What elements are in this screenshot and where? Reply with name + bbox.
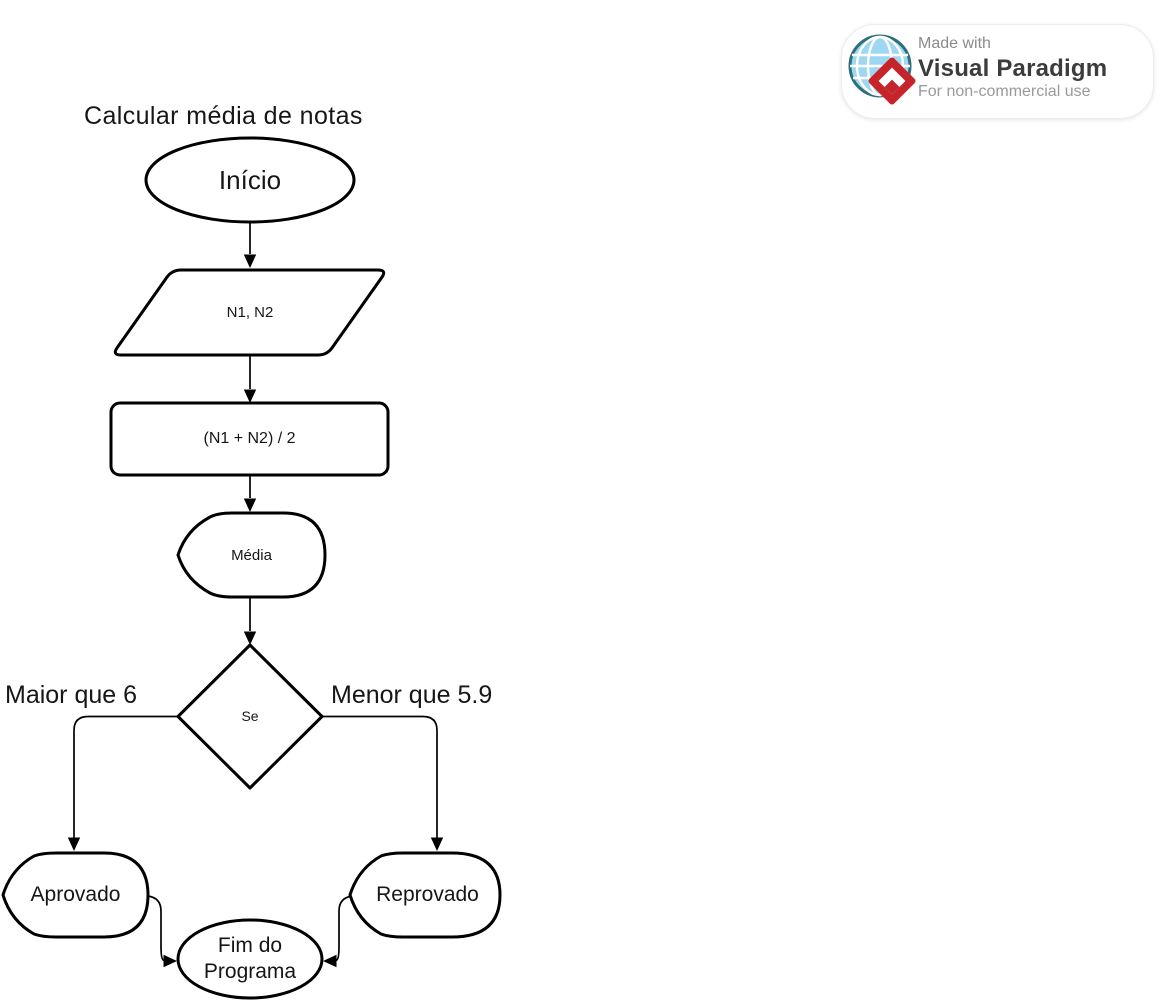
process-rectangle — [109, 401, 390, 477]
arrowhead — [243, 254, 257, 268]
end-ellipse — [176, 918, 324, 1000]
badge-brand: Visual Paradigm — [918, 54, 1108, 82]
branch-left-label: Maior que 6 — [5, 681, 138, 709]
rejected-node-label: Reprovado — [376, 882, 479, 906]
media-node-label: Média — [231, 546, 272, 564]
media-display-shape — [176, 511, 327, 599]
end-node-label: Fim do Programa — [203, 933, 297, 983]
arrowhead — [323, 954, 337, 968]
connector-decision-to-approved — [73, 715, 180, 839]
approved-node-label: Aprovado — [30, 883, 121, 906]
start-ellipse — [144, 136, 356, 224]
connector-decision-to-rejected — [320, 715, 438, 839]
arrowhead — [243, 498, 257, 512]
input-node-label: N1, N2 — [226, 304, 274, 321]
badge-license: For non-commercial use — [918, 83, 1091, 101]
arrowhead — [243, 631, 257, 645]
arrowhead — [163, 954, 177, 968]
start-node-label: Início — [218, 164, 282, 195]
badge-text: Made with Visual Paradigm For non-commer… — [918, 34, 1107, 103]
input-parallelogram — [113, 268, 386, 357]
vp-diamond-icon — [868, 57, 916, 105]
approved-display-shape — [1, 851, 150, 939]
process-node-label: (N1 + N2) / 2 — [203, 430, 296, 447]
visual-paradigm-logo-icon — [848, 34, 916, 105]
branch-right-label: Menor que 5.9 — [331, 681, 493, 709]
decision-node-label: Se — [241, 708, 259, 724]
badge-made-with: Made with — [918, 35, 991, 52]
arrowhead — [67, 837, 81, 851]
arrowhead — [243, 389, 257, 403]
visual-paradigm-badge[interactable]: Made with Visual Paradigm For non-commer… — [841, 24, 1154, 119]
diagram-title: Calcular média de notas — [84, 102, 363, 130]
decision-diamond — [176, 643, 324, 790]
connector-rejected-to-end — [335, 895, 353, 962]
arrowhead — [430, 837, 444, 851]
rejected-display-shape — [348, 851, 502, 939]
connector-approved-to-end — [147, 895, 165, 962]
